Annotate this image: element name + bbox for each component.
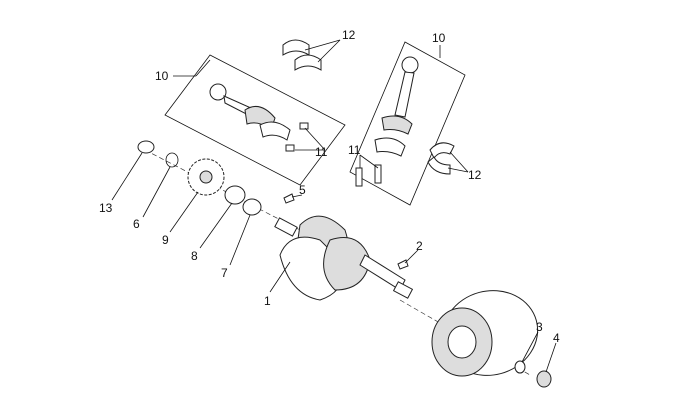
washer-7 — [242, 198, 262, 216]
conrod-kit-box-left — [164, 54, 346, 186]
callout-10-right: 10 — [432, 31, 446, 45]
circlip-6 — [165, 152, 179, 168]
bearing-shells-right — [427, 142, 455, 175]
gear-9 — [187, 158, 225, 196]
callout-13: 13 — [99, 201, 113, 215]
flywheel — [431, 290, 539, 377]
callout-1: 1 — [264, 294, 271, 308]
crankshaft-1 — [274, 215, 414, 301]
callout-9: 9 — [162, 233, 169, 247]
nut-4 — [536, 370, 552, 388]
callout-3: 3 — [536, 320, 543, 334]
bearing-shells-top — [282, 39, 322, 71]
connecting-rod-left — [209, 83, 309, 152]
callout-7: 7 — [221, 266, 228, 280]
callout-2: 2 — [416, 239, 423, 253]
washer-8 — [224, 185, 246, 205]
leader-lines — [111, 39, 557, 373]
callout-11-right: 11 — [348, 143, 361, 157]
callout-8: 8 — [191, 249, 198, 263]
callout-4: 4 — [553, 331, 560, 345]
conrod-kit-box-right — [349, 41, 466, 206]
connecting-rod-right — [355, 56, 419, 187]
callout-6: 6 — [133, 217, 140, 231]
callout-11-left: 11 — [315, 145, 328, 159]
callout-12-top: 12 — [342, 28, 356, 42]
washer-3 — [514, 360, 526, 374]
callout-5: 5 — [299, 183, 306, 197]
key-5 — [283, 193, 295, 204]
callout-12-right: 12 — [468, 168, 482, 182]
seal-13 — [137, 140, 155, 154]
callout-10-left: 10 — [155, 69, 169, 83]
